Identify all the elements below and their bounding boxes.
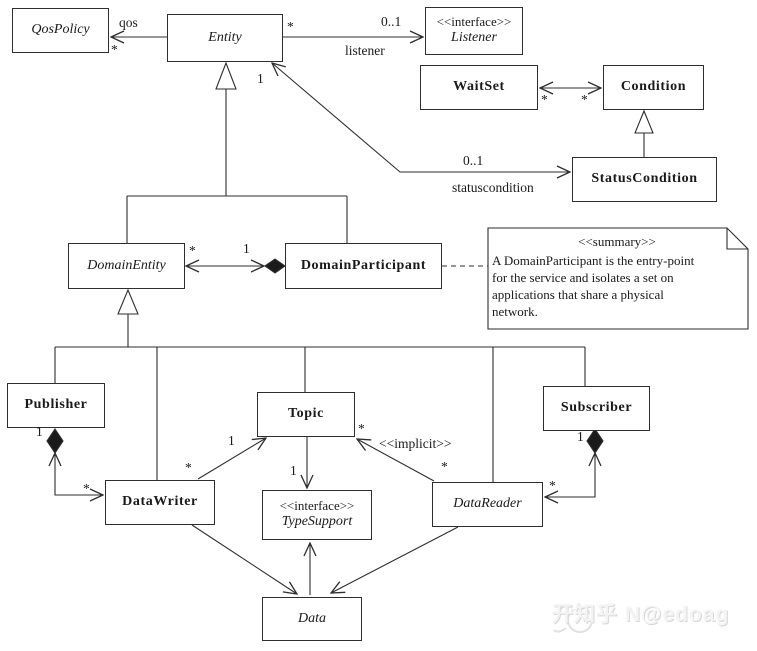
multiplicity-datareader-star: *: [549, 478, 556, 493]
generalization-domainentity-children: [54, 288, 586, 482]
composition-publisher-datawriter: [46, 428, 103, 495]
class-datareader-label: DataReader: [453, 496, 522, 512]
multiplicity-publisher-1: 1: [36, 424, 43, 439]
class-typesupport: <<interface>> TypeSupport: [262, 490, 372, 540]
multiplicity-entity-1: 1: [257, 71, 264, 86]
association-topic-datareader-implicit: [357, 439, 435, 482]
association-datawriter-topic: [197, 438, 266, 480]
class-datawriter: DataWriter: [105, 480, 215, 525]
class-qospolicy-label: QosPolicy: [31, 22, 90, 38]
multiplicity-qos-star: *: [111, 42, 118, 57]
role-label-statuscondition: statuscondition: [452, 180, 534, 195]
summary-note-shape: [487, 227, 749, 330]
note-line: network.: [492, 304, 538, 319]
class-subscriber: Subscriber: [543, 386, 650, 431]
role-label-listener: listener: [345, 43, 385, 58]
class-publisher: Publisher: [7, 383, 105, 428]
class-domainparticipant: DomainParticipant: [285, 243, 442, 289]
class-waitset-label: WaitSet: [453, 79, 505, 95]
note-line: A DomainParticipant is the entry-point: [492, 253, 695, 268]
class-domainentity: DomainEntity: [68, 243, 185, 289]
class-publisher-label: Publisher: [24, 397, 88, 413]
class-waitset: WaitSet: [420, 65, 538, 110]
class-domainparticipant-label: DomainParticipant: [300, 257, 427, 273]
generalization-statuscondition-condition: [634, 109, 654, 157]
composition-domainparticipant-domainentity: [186, 258, 286, 274]
multiplicity-typesupport-1: 1: [290, 463, 297, 478]
class-topic: Topic: [257, 392, 355, 437]
class-typesupport-label: TypeSupport: [281, 514, 353, 530]
class-listener-label: Listener: [451, 30, 497, 46]
class-data-label: Data: [298, 610, 326, 626]
role-label-qos: qos: [119, 15, 138, 30]
association-datawriter-data: [191, 524, 297, 594]
multiplicity-domainparticipant-1: 1: [243, 241, 250, 256]
class-condition-label: Condition: [620, 79, 687, 95]
class-datareader: DataReader: [432, 482, 543, 527]
note-line: for the service and isolates a set on: [492, 270, 674, 285]
multiplicity-waitset-star: *: [541, 92, 548, 107]
association-datareader-data: [331, 526, 459, 593]
generalization-entity-children: [126, 61, 348, 243]
multiplicity-datareader-implicit-star: *: [441, 459, 448, 474]
watermark-icon: [553, 604, 593, 633]
stereotype-interface: <<interface>>: [279, 498, 355, 514]
class-entity: Entity: [167, 14, 283, 62]
summary-note: <<summary>> A DomainParticipant is the e…: [492, 233, 742, 320]
multiplicity-condition-star: *: [581, 92, 588, 107]
association-entity-statuscondition: [272, 63, 570, 172]
multiplicity-listener-0-1: 0..1: [381, 14, 402, 29]
class-subscriber-label: Subscriber: [560, 400, 633, 416]
multiplicity-datawriter-star: *: [83, 481, 90, 496]
multiplicity-topic-implicit-star: *: [358, 421, 365, 436]
class-topic-label: Topic: [288, 406, 324, 422]
note-stereotype: <<summary>>: [578, 234, 656, 249]
note-line: applications that share a physical: [492, 287, 664, 302]
composition-subscriber-datareader: [545, 428, 604, 497]
watermark-text: 开知乎 N@edoag: [552, 603, 730, 626]
multiplicity-topic-1: 1: [228, 433, 235, 448]
multiplicity-datawriter-topic-star: *: [185, 460, 192, 475]
class-statuscondition: StatusCondition: [572, 157, 717, 202]
multiplicity-subscriber-1: 1: [577, 429, 584, 444]
multiplicity-domainentity-star: *: [189, 243, 196, 258]
class-statuscondition-label: StatusCondition: [591, 171, 698, 187]
class-entity-label: Entity: [208, 29, 242, 45]
class-condition: Condition: [603, 65, 704, 110]
stereotype-implicit: <<implicit>>: [379, 436, 452, 451]
class-data: Data: [262, 597, 362, 641]
stereotype-interface: <<interface>>: [436, 14, 512, 30]
watermark: 开知乎 N@edoag: [552, 598, 729, 628]
multiplicity-entity-star: *: [287, 19, 294, 34]
class-qospolicy: QosPolicy: [12, 8, 109, 53]
class-domainentity-label: DomainEntity: [87, 257, 166, 273]
multiplicity-statuscondition-0-1: 0..1: [463, 153, 484, 168]
class-listener: <<interface>> Listener: [425, 7, 523, 55]
class-datawriter-label: DataWriter: [122, 494, 198, 510]
